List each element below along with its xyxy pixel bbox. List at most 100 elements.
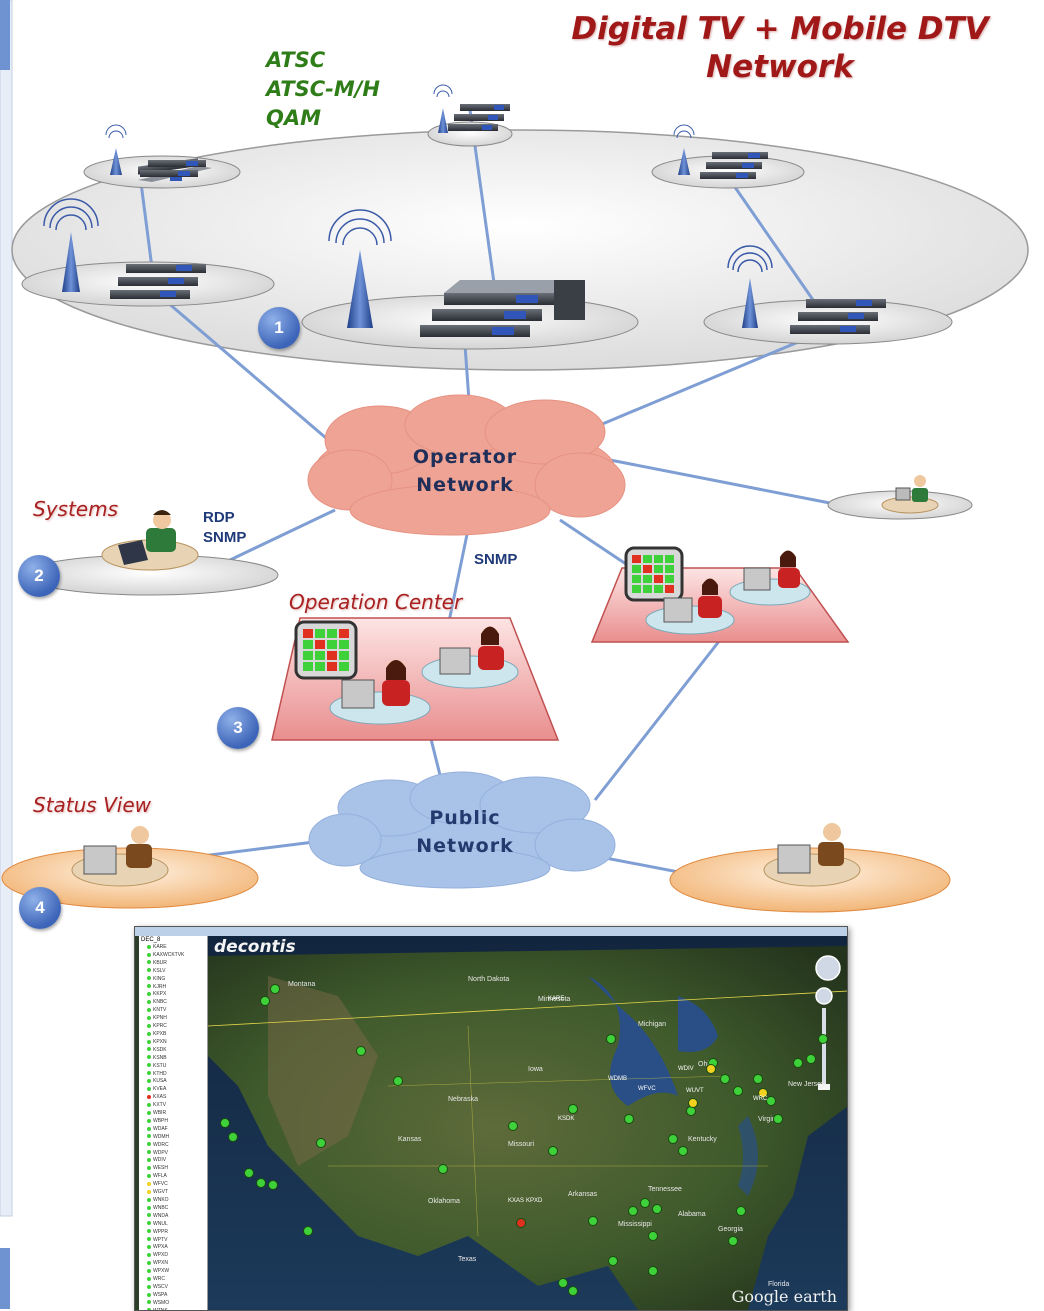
station-tree-item[interactable]: KSTU bbox=[139, 1063, 207, 1071]
station-tree-item[interactable]: WSCV bbox=[139, 1284, 207, 1292]
status-cell bbox=[654, 575, 663, 583]
map-station-marker-icon[interactable] bbox=[438, 1164, 448, 1174]
map-station-marker-icon[interactable] bbox=[648, 1266, 658, 1276]
station-tree-item[interactable]: WNKO bbox=[139, 1197, 207, 1205]
station-tree-item[interactable]: WPXW bbox=[139, 1268, 207, 1276]
map-station-marker-icon[interactable] bbox=[508, 1121, 518, 1131]
station-tree-item[interactable]: WSPA bbox=[139, 1292, 207, 1300]
station-tree-item[interactable]: WDRC bbox=[139, 1142, 207, 1150]
station-tree-item[interactable]: KTHD bbox=[139, 1071, 207, 1079]
station-status-dot-icon bbox=[147, 1126, 151, 1131]
station-tree-item[interactable]: KJRH bbox=[139, 984, 207, 992]
station-tree-item[interactable]: WDIV bbox=[139, 1157, 207, 1165]
map-station-marker-icon[interactable] bbox=[728, 1236, 738, 1246]
map-station-marker-icon[interactable] bbox=[588, 1216, 598, 1226]
map-station-marker-icon[interactable] bbox=[733, 1086, 743, 1096]
station-tree-item[interactable]: WNBC bbox=[139, 1205, 207, 1213]
standard-atsc: ATSC bbox=[266, 48, 326, 72]
station-tree-item[interactable]: WPXA bbox=[139, 1244, 207, 1252]
map-station-marker-icon[interactable] bbox=[818, 1034, 828, 1044]
station-tree-item[interactable]: KSDK bbox=[139, 1047, 207, 1055]
station-tree-item[interactable]: WGVT bbox=[139, 1189, 207, 1197]
map-station-marker-icon[interactable] bbox=[640, 1198, 650, 1208]
station-tree-item[interactable]: KNBC bbox=[139, 999, 207, 1007]
tower-icon bbox=[727, 245, 773, 328]
station-tree-item[interactable]: KBUR bbox=[139, 960, 207, 968]
station-tree-item[interactable]: WPXD bbox=[139, 1252, 207, 1260]
map-station-marker-icon[interactable] bbox=[568, 1286, 578, 1296]
map-station-marker-icon[interactable] bbox=[303, 1226, 313, 1236]
map-station-marker-icon[interactable] bbox=[393, 1076, 403, 1086]
map-station-marker-icon[interactable] bbox=[568, 1104, 578, 1114]
station-tree-item[interactable]: WNUL bbox=[139, 1221, 207, 1229]
map-station-marker-icon[interactable] bbox=[606, 1034, 616, 1044]
station-tree-item[interactable]: WFLA bbox=[139, 1173, 207, 1181]
map-station-marker-icon[interactable] bbox=[256, 1178, 266, 1188]
station-tree-item[interactable]: WBPH bbox=[139, 1118, 207, 1126]
station-tree-item[interactable]: KARE bbox=[139, 944, 207, 952]
station-status-dot-icon bbox=[147, 1189, 151, 1194]
map-station-marker-icon[interactable] bbox=[548, 1146, 558, 1156]
map-station-marker-icon[interactable] bbox=[356, 1046, 366, 1056]
station-tree-item[interactable]: WPPR bbox=[139, 1229, 207, 1237]
map-station-marker-icon[interactable] bbox=[260, 996, 270, 1006]
map-station-marker-icon[interactable] bbox=[688, 1098, 698, 1108]
status-cell bbox=[654, 565, 663, 573]
map-station-marker-icon[interactable] bbox=[806, 1054, 816, 1064]
station-tree-item[interactable]: WDMH bbox=[139, 1134, 207, 1142]
map-station-marker-icon[interactable] bbox=[706, 1064, 716, 1074]
station-tree-item-label: WNDA bbox=[153, 1212, 169, 1219]
map-station-marker-icon[interactable] bbox=[648, 1231, 658, 1241]
map-station-marker-icon[interactable] bbox=[270, 984, 280, 994]
station-tree-item[interactable]: KSNB bbox=[139, 1055, 207, 1063]
map-station-marker-icon[interactable] bbox=[736, 1206, 746, 1216]
map-station-marker-icon[interactable] bbox=[668, 1134, 678, 1144]
map-station-marker-icon[interactable] bbox=[268, 1180, 278, 1190]
station-tree-item[interactable]: KVEA bbox=[139, 1086, 207, 1094]
map-station-marker-icon[interactable] bbox=[766, 1096, 776, 1106]
map-station-marker-icon[interactable] bbox=[628, 1206, 638, 1216]
station-tree-item[interactable]: KING bbox=[139, 976, 207, 984]
station-tree-item[interactable]: KAXWCKTVK bbox=[139, 952, 207, 960]
station-tree-item[interactable]: KPNH bbox=[139, 1015, 207, 1023]
station-tree-item[interactable]: WSMO bbox=[139, 1300, 207, 1308]
station-tree-item[interactable]: KPRC bbox=[139, 1023, 207, 1031]
station-tree-item[interactable]: WESH bbox=[139, 1165, 207, 1173]
station-tree-item[interactable]: WDAF bbox=[139, 1126, 207, 1134]
station-tree-item[interactable]: WRC bbox=[139, 1276, 207, 1284]
map-station-marker-icon[interactable] bbox=[244, 1168, 254, 1178]
station-tree-item[interactable]: KUSA bbox=[139, 1078, 207, 1086]
map-station-marker-icon[interactable] bbox=[558, 1278, 568, 1288]
map-station-marker-icon[interactable] bbox=[608, 1256, 618, 1266]
station-tree-root[interactable]: DEC_8 bbox=[141, 937, 161, 943]
station-tree-item[interactable]: KXAS bbox=[139, 1094, 207, 1102]
station-tree-item[interactable]: KPXB bbox=[139, 1031, 207, 1039]
station-tree-item[interactable]: KXTV bbox=[139, 1102, 207, 1110]
map-station-marker-icon[interactable] bbox=[220, 1118, 230, 1128]
map-station-marker-icon[interactable] bbox=[793, 1058, 803, 1068]
map-station-marker-icon[interactable] bbox=[720, 1074, 730, 1084]
map-station-marker-icon[interactable] bbox=[758, 1088, 768, 1098]
status-cell bbox=[665, 555, 674, 563]
map-station-marker-icon[interactable] bbox=[773, 1114, 783, 1124]
station-status-dot-icon bbox=[147, 1086, 151, 1091]
station-tree-item[interactable]: WPXN bbox=[139, 1260, 207, 1268]
map-station-marker-icon[interactable] bbox=[516, 1218, 526, 1228]
station-tree-item[interactable]: WNDA bbox=[139, 1213, 207, 1221]
map-station-marker-icon[interactable] bbox=[652, 1204, 662, 1214]
station-tree-item[interactable]: KKPX bbox=[139, 991, 207, 999]
map-station-marker-icon[interactable] bbox=[228, 1132, 238, 1142]
station-tree-item[interactable]: KNTV bbox=[139, 1007, 207, 1015]
map-station-marker-icon[interactable] bbox=[624, 1114, 634, 1124]
station-tree-item[interactable]: WFVC bbox=[139, 1181, 207, 1189]
station-tree-item[interactable]: KPXN bbox=[139, 1039, 207, 1047]
map-station-marker-icon[interactable] bbox=[753, 1074, 763, 1084]
station-tree-item[interactable]: WPTV bbox=[139, 1237, 207, 1245]
station-tree-item[interactable]: KSLV bbox=[139, 968, 207, 976]
map-station-marker-icon[interactable] bbox=[316, 1138, 326, 1148]
station-tree-item[interactable]: WDPV bbox=[139, 1150, 207, 1158]
map-station-marker-icon[interactable] bbox=[678, 1146, 688, 1156]
station-tree-item[interactable]: WBIR bbox=[139, 1110, 207, 1118]
